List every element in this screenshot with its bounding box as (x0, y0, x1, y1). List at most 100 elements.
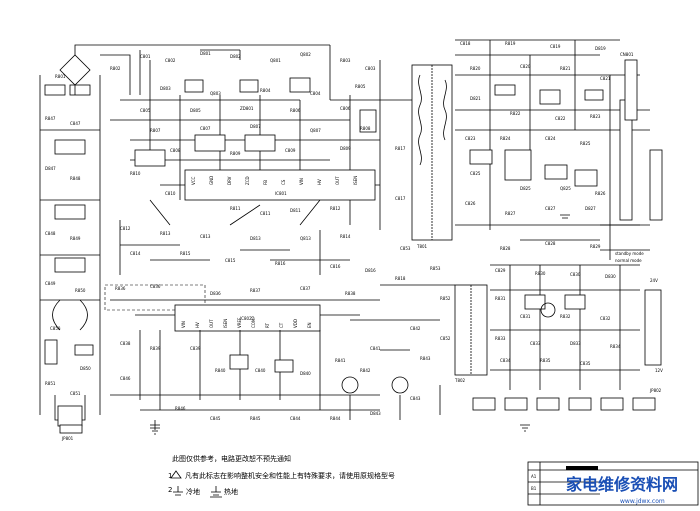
component-designator: R814 (340, 234, 351, 239)
ic802-pin-label: OUT (209, 319, 214, 328)
component-designator: C843 (410, 396, 421, 401)
component-designator: R824 (500, 136, 511, 141)
title-block: A1 B1 家电维修资料网 www.jdwx.com (527, 461, 699, 506)
notes-area: 此图仅供参考，电路更改恕不预先通知 1 凡有此标志在影响整机安全和性能上有特殊要… (168, 454, 395, 498)
component-designator: C834 (500, 358, 511, 363)
ic801-pin-label: GND (209, 176, 214, 185)
cn801-label: CN801 (620, 52, 634, 57)
component-designator: D825 (520, 186, 531, 191)
component-designator: R832 (560, 314, 571, 319)
component-designator: R837 (250, 288, 261, 293)
component-designator: R809 (230, 151, 241, 156)
component-designator: R810 (130, 171, 141, 176)
component-designator: Q803 (210, 91, 221, 96)
ic802-pin-label: VDD (293, 319, 298, 328)
note-num2: 2 (168, 486, 172, 494)
ic801-pin-label: OUT (335, 176, 340, 185)
component-designator: C837 (300, 286, 311, 291)
component-designator: R813 (160, 231, 171, 236)
component-designator: C848 (45, 231, 56, 236)
component-designator: R840 (215, 368, 226, 373)
component-designator: C833 (530, 341, 541, 346)
component-designator: R825 (580, 141, 591, 146)
component-designator: Q802 (300, 52, 311, 57)
ic802-pin-label: ISEN (223, 319, 228, 328)
component-designator: R819 (505, 41, 516, 46)
component-designator: C805 (140, 108, 151, 113)
component-designator: R839 (150, 346, 161, 351)
component-designator: D816 (365, 268, 376, 273)
component-designator: C842 (410, 326, 421, 331)
component-designator: C806 (340, 106, 351, 111)
component-designator: R804 (260, 88, 271, 93)
component-designator: C816 (330, 264, 341, 269)
component-designator: R823 (590, 114, 601, 119)
jp802-label: JP802 (649, 388, 662, 393)
title-bar (566, 466, 598, 470)
note-line2: 凡有此标志在影响整机安全和性能上有特殊要求，请使用原规格型号 (185, 471, 395, 480)
component-designator: R806 (290, 108, 301, 113)
component-designator: C823 (465, 136, 476, 141)
secondary-upper-right: standby mode normal mode (455, 39, 663, 263)
ic801-pin-label: ISEN (353, 176, 358, 185)
component-designator: R807 (150, 128, 161, 133)
component-designator: C813 (200, 234, 211, 239)
component-designator: C825 (470, 171, 481, 176)
t801-label: T801 (416, 244, 428, 249)
watermark-url: www.jdwx.com (620, 498, 665, 505)
component-designator: C853 (400, 246, 411, 251)
component-designator: C810 (165, 191, 176, 196)
component-designator: R817 (395, 146, 406, 151)
component-designator: Q807 (310, 128, 321, 133)
component-designator: C809 (285, 148, 296, 153)
component-designator: D827 (585, 206, 596, 211)
component-designator: R834 (610, 344, 621, 349)
component-designator: C835 (580, 361, 591, 366)
ic801-pin-label: DRV (227, 176, 232, 185)
component-designator: C851 (70, 391, 81, 396)
ic801-pin-label: ZCD (245, 176, 250, 185)
mains-input-filter (39, 75, 101, 427)
ic801-pin-label: FB (263, 180, 268, 185)
component-designator: R829 (590, 244, 601, 249)
component-designator: R827 (505, 211, 516, 216)
component-designator: D836 (210, 291, 221, 296)
component-designator: R833 (495, 336, 506, 341)
component-designator: R835 (540, 358, 551, 363)
ic802-pin-label: COMP (251, 316, 256, 328)
component-designator: R820 (470, 66, 481, 71)
component-designator: C829 (495, 268, 506, 273)
ic802-pin-label: RT (265, 323, 270, 328)
component-designator: R846 (175, 406, 186, 411)
ground-symbols (150, 214, 570, 435)
component-designator: C824 (545, 136, 556, 141)
component-designator: C802 (165, 58, 176, 63)
transformer-t801: T801 (411, 64, 453, 249)
component-designator: R826 (595, 191, 606, 196)
component-designator: C849 (45, 281, 56, 286)
component-designator: D802 (230, 54, 241, 59)
watermark-text: 家电维修资料网 (566, 475, 678, 494)
bridge-rectifier (59, 44, 150, 95)
component-designator: R812 (330, 206, 341, 211)
title-b1: B1 (531, 486, 537, 491)
component-designator: R801 (55, 74, 66, 79)
connector-jp802: JP802 (649, 388, 662, 393)
ic802-pin-label: CT (279, 322, 284, 328)
component-designator: D813 (250, 236, 261, 241)
connector-cn801: CN801 (620, 52, 638, 121)
component-designator: D811 (290, 208, 301, 213)
transformer-t802: T802 (341, 284, 488, 420)
component-designator: C817 (395, 196, 406, 201)
secondary-lower-right: 24V 12V (472, 264, 663, 411)
component-designator: D840 (300, 371, 311, 376)
component-designator: D805 (190, 108, 201, 113)
component-designator: C830 (570, 272, 581, 277)
component-designator: D833 (570, 341, 581, 346)
component-designator: R844 (330, 416, 341, 421)
ic801-label: IC801 (275, 191, 287, 196)
component-designator: C846 (120, 376, 131, 381)
component-designator: R853 (430, 266, 441, 271)
